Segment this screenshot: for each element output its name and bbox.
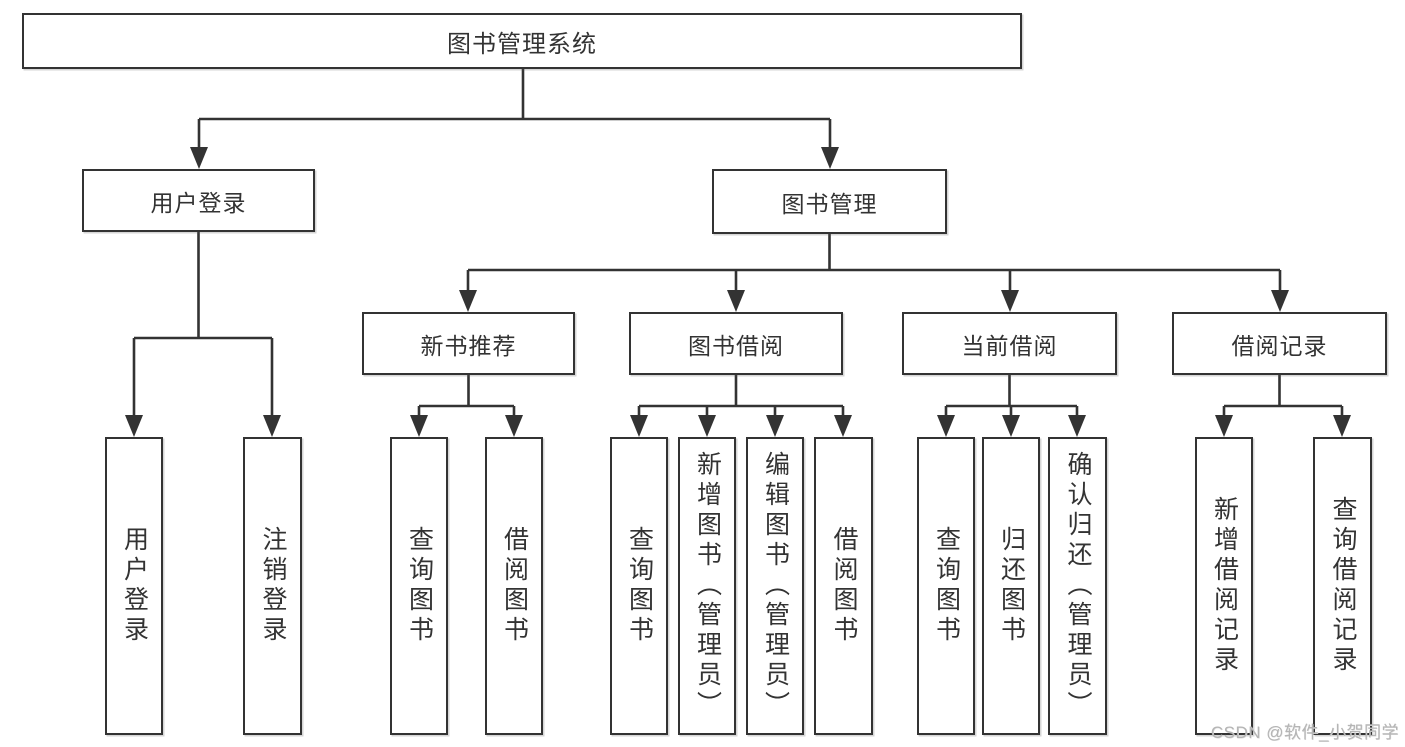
leaf-add-books-admin: 新增图书（管理员） [678, 437, 736, 735]
leaf-logout: 注销登录 [243, 437, 302, 735]
leaf-query-borrow-record: 查询借阅记录 [1313, 437, 1372, 735]
connector-current-borrow-children [937, 375, 1086, 437]
leaf-edit-books-admin: 编辑图书（管理员） [746, 437, 804, 735]
connector-new-book-recommend-children [410, 375, 523, 437]
connector-borrow-records-children [1215, 375, 1351, 437]
node-borrow-records: 借阅记录 [1172, 312, 1387, 375]
leaf-user-login: 用户登录 [105, 437, 163, 735]
leaf-add-borrow-record: 新增借阅记录 [1195, 437, 1253, 735]
leaf-return-books: 归还图书 [982, 437, 1040, 735]
node-root: 图书管理系统 [22, 13, 1022, 69]
leaf-current-query-books: 查询图书 [917, 437, 975, 735]
leaf-recommend-query-books: 查询图书 [390, 437, 448, 735]
node-book-management: 图书管理 [712, 169, 947, 234]
node-current-borrow: 当前借阅 [902, 312, 1117, 375]
node-book-borrow: 图书借阅 [629, 312, 843, 375]
leaf-borrow-query-books: 查询图书 [610, 437, 668, 735]
leaf-recommend-borrow-books: 借阅图书 [485, 437, 543, 735]
node-new-book-recommend: 新书推荐 [362, 312, 575, 375]
connector-user-login-children [125, 232, 281, 437]
connector-book-management-children [459, 234, 1289, 312]
connector-book-borrow-children [630, 375, 852, 437]
node-user-login: 用户登录 [82, 169, 315, 232]
connector-root-to-level2 [190, 69, 839, 169]
leaf-borrow-books: 借阅图书 [814, 437, 873, 735]
leaf-confirm-return-admin: 确认归还（管理员） [1048, 437, 1107, 735]
watermark: CSDN @软件_小贺同学 [1210, 723, 1399, 742]
